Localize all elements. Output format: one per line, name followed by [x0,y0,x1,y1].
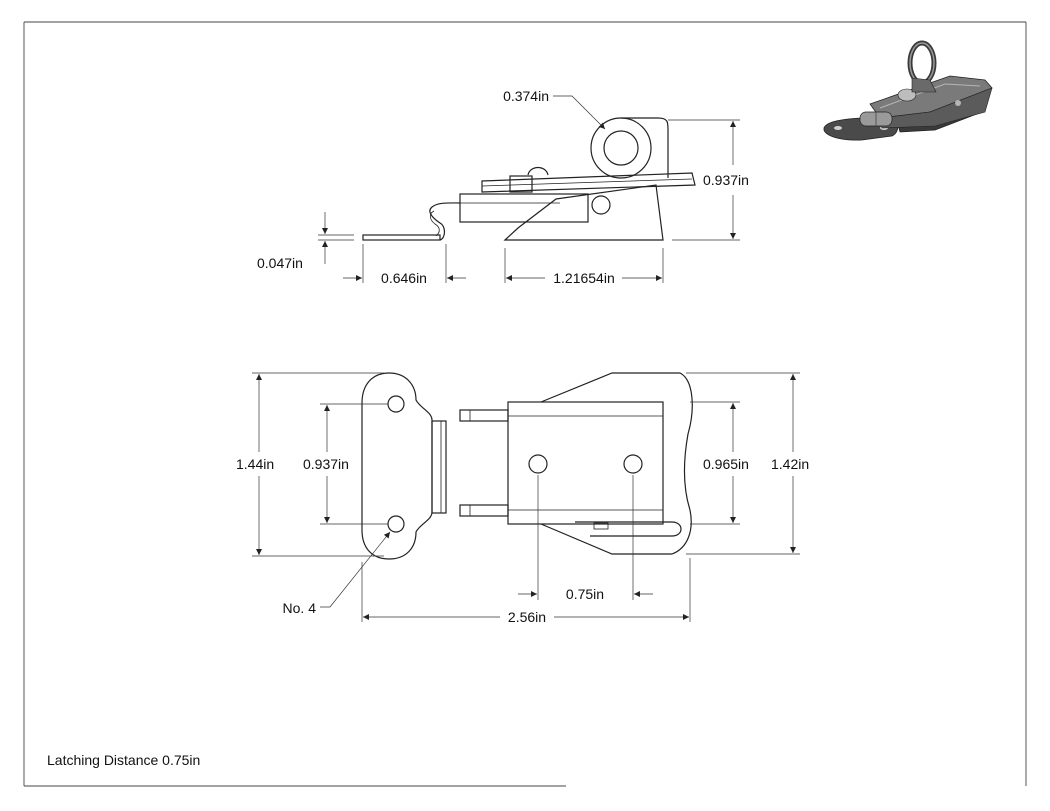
callout-screw-size: No. 4 [283,600,317,616]
keeper-hole-bottom [387,515,405,533]
latch-plate-side [481,172,696,193]
dim-side-height: 0.937in [703,172,749,188]
dim-body-hole-spacing: 0.965in [703,456,749,472]
isometric-view [823,40,993,141]
dim-keeper-length: 0.646in [381,270,427,286]
dim-overall-length: 2.56in [508,609,546,625]
dim-plate-thickness: 0.047in [257,255,303,271]
keeper-plate-side [362,234,441,241]
latch-slot [575,521,682,537]
pivot-cap [527,166,549,176]
keeper-hinge [431,420,447,514]
base-hole-side [591,195,611,215]
dim-body-height: 1.42in [771,456,809,472]
hook-bar-lower [459,504,509,517]
dim-body-hole-pitch: 0.75in [566,586,604,602]
dim-ring-diameter: 0.374in [503,88,549,104]
ring-inner [603,130,639,166]
top-view [361,372,693,560]
body-hole-left [528,454,548,474]
latching-distance-note: Latching Distance 0.75in [47,752,201,768]
keeper-plate-top [361,372,433,560]
keeper-hook [429,202,461,241]
base-body-side [503,184,664,241]
keeper-hole-top [387,395,405,413]
top-dimensions: 1.44in 0.937in 0.965in 1.42in 0.75in 2.5… [236,372,809,625]
dim-keeper-hole-spacing: 0.937in [303,456,349,472]
dim-keeper-height: 1.44in [236,456,274,472]
sheet-frame [23,21,1027,787]
ring-outer [590,117,652,179]
side-dimensions: 0.374in 0.937in 0.047in 0.646in 1.21654i… [257,88,749,286]
lever-arm-side [459,193,589,223]
side-view [362,117,696,241]
base-plate-top [540,372,693,555]
dim-latch-body-length: 1.21654in [553,270,615,286]
lever-body-top [507,401,664,525]
hook-bar-upper [459,409,509,422]
body-hole-right [623,454,643,474]
